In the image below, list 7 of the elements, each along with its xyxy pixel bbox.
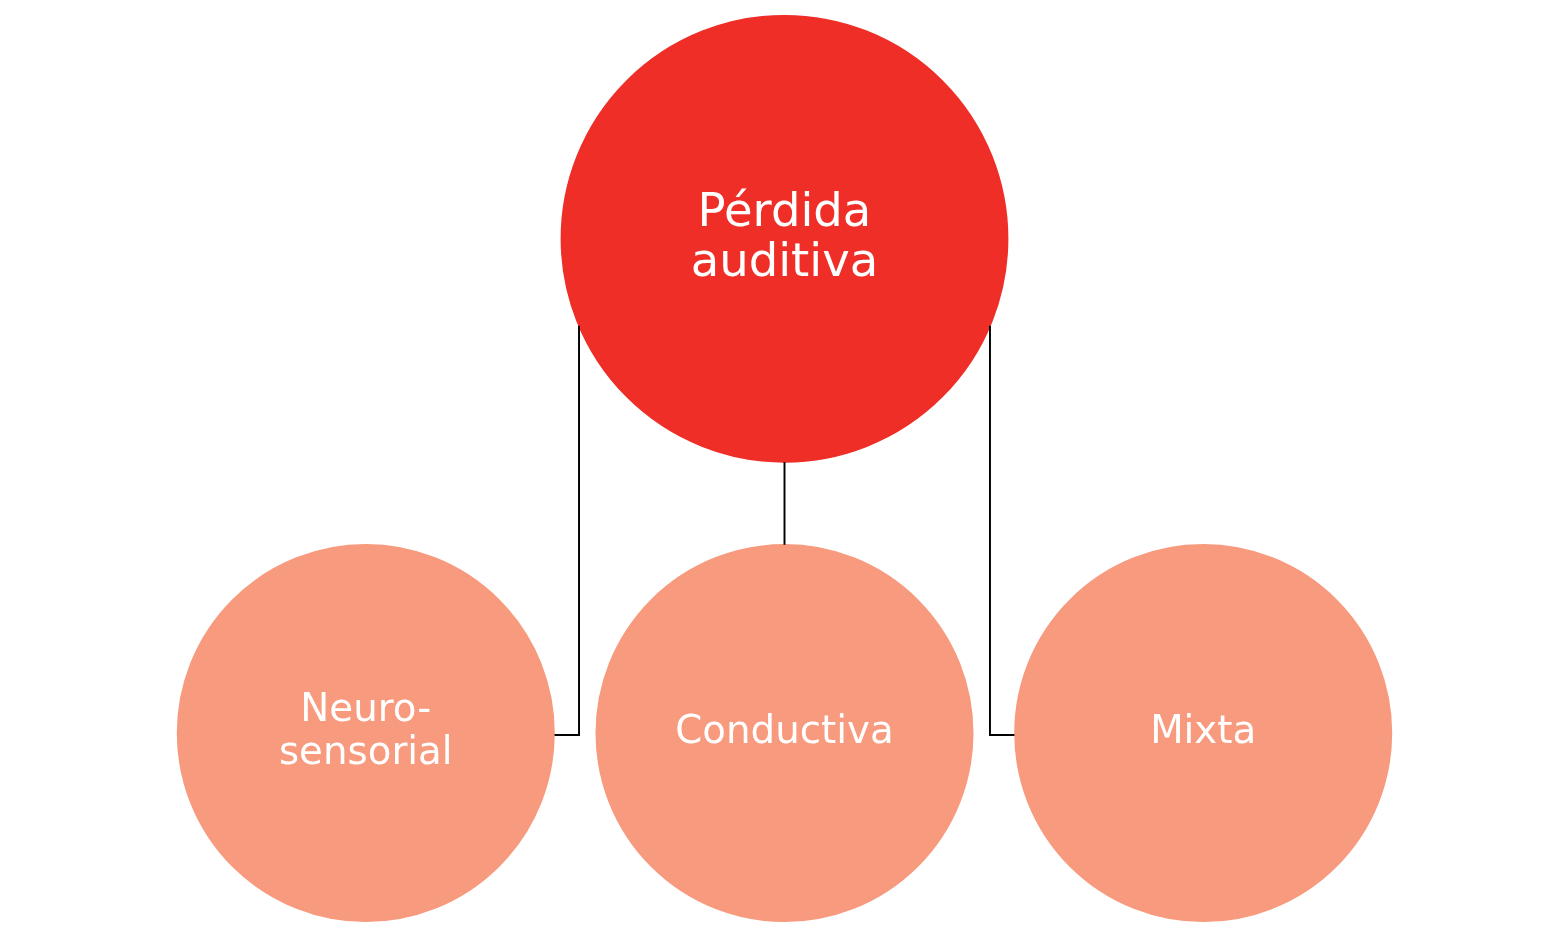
connector: [783, 461, 785, 546]
node-circle: Pérdida auditiva: [560, 14, 1008, 463]
node-circle: Conductiva: [595, 544, 973, 923]
node-circle: Mixta: [1013, 544, 1392, 923]
connector: [988, 324, 1015, 736]
node-circle: Neuro- sensorial: [176, 544, 555, 923]
connector: [553, 324, 580, 736]
